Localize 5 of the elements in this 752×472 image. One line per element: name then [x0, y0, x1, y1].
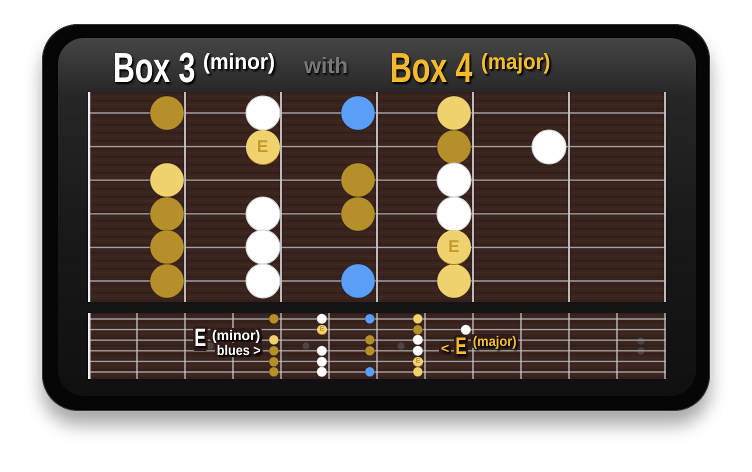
box-title: Box 4 — [390, 47, 472, 89]
scale-type-label: (major) — [481, 51, 550, 73]
connector-word: with — [304, 55, 348, 77]
box-title: Box 3 — [113, 47, 196, 89]
scale-type-label: (minor) — [203, 51, 275, 73]
